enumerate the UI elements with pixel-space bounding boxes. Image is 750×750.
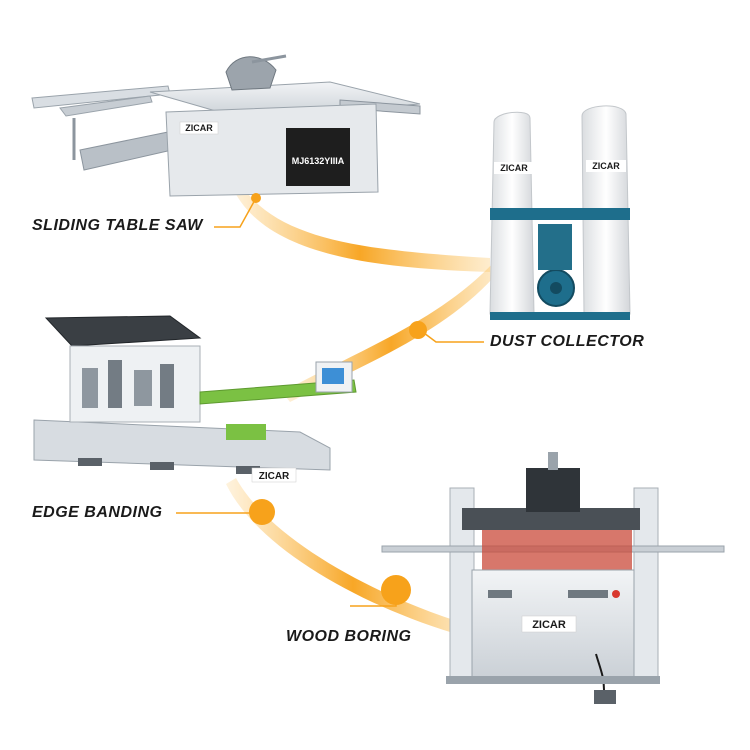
saw-logo: ZICAR [179,121,219,135]
dust-logo-left: ZICAR [494,162,534,174]
boring-foot-pedal [594,690,616,704]
edge-cover-lid [44,315,202,347]
beam-edge-to-dust [282,262,500,402]
edge-unit-2 [108,360,122,408]
saw-blade-guard [225,56,277,91]
svg-text:ZICAR: ZICAR [500,163,528,173]
saw-model-number: MJ6132YIIIA [292,156,345,166]
label-dust-collector: DUST COLLECTOR [490,333,645,350]
dust-collector: ZICAR ZICAR [489,105,631,320]
svg-text:ZICAR: ZICAR [259,471,290,482]
dot-boring [381,575,411,605]
dust-logo-right: ZICAR [586,160,626,172]
boring-spindle [548,452,558,470]
edge-foot-3 [236,466,260,474]
label-leaders [176,193,484,607]
label-wood-boring: WOOD BORING [286,628,412,645]
svg-text:ZICAR: ZICAR [592,161,620,171]
edge-logo: ZICAR [251,467,297,483]
saw-guard-arm [251,54,287,64]
boring-stop-button [612,590,620,598]
saw-crosscut-table [79,131,173,171]
dust-top-ring [490,208,630,220]
label-sliding-table-saw: SLIDING TABLE SAW [32,217,203,234]
leader-dust [419,329,484,343]
boring-motor-unit [526,468,580,512]
label-edge-banding: EDGE BANDING [32,504,163,521]
svg-text:ZICAR: ZICAR [185,123,213,133]
dot-edge [249,499,275,525]
svg-text:ZICAR: ZICAR [532,619,566,631]
edge-banding-machine: ZICAR [33,315,357,483]
boring-switch-panel-left [488,590,512,598]
boring-drill-row [482,530,632,570]
dust-bottom-ring [490,312,630,320]
dust-fan-hub [550,282,562,294]
edge-screen [322,368,344,384]
edge-unit-4 [160,364,174,408]
edge-unit-3 [134,370,152,406]
wood-boring-machine: ZICAR [381,452,725,704]
sliding-table-saw: MJ6132YIIIA ZICAR [31,54,421,197]
boring-logo: ZICAR [521,615,577,633]
beam-saw-to-dust [230,176,490,272]
dot-dust [409,321,427,339]
boring-pedal-cable [595,653,605,691]
boring-switch-panel-right [568,590,608,598]
dot-saw [251,193,261,203]
edge-green-block [226,424,266,440]
leader-saw [214,197,257,228]
dust-motor [538,224,572,270]
edge-foot-2 [150,462,174,470]
boring-head-beam [462,508,640,530]
edge-unit-1 [82,368,98,408]
saw-control-panel [286,128,350,186]
saw-outrigger-arm [59,95,153,117]
boring-base [446,676,660,684]
edge-foot-1 [78,458,102,466]
